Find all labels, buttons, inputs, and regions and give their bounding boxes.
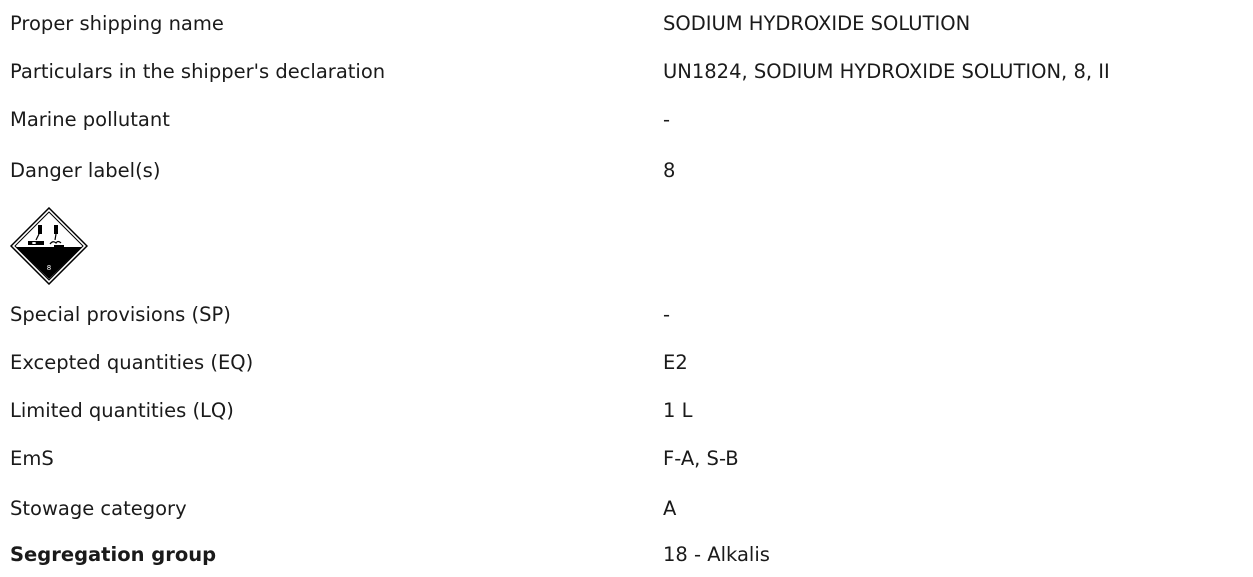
label-danger-labels: Danger label(s) [10,159,161,182]
row-segregation-group: Segregation group 18 - Alkalis [0,533,1253,577]
value-limited-quantities: 1 L [663,399,693,422]
value-proper-shipping-name: SODIUM HYDROXIDE SOLUTION [663,12,971,35]
row-limited-quantities: Limited quantities (LQ) 1 L [0,389,1253,433]
label-stowage-category: Stowage category [10,497,187,520]
row-danger-labels: Danger label(s) 8 [0,149,1253,193]
label-limited-quantities: Limited quantities (LQ) [10,399,234,422]
value-excepted-quantities: E2 [663,351,688,374]
label-shipper-declaration: Particulars in the shipper's declaration [10,60,386,83]
row-excepted-quantities: Excepted quantities (EQ) E2 [0,341,1253,385]
row-stowage-category: Stowage category A [0,487,1253,531]
label-ems: EmS [10,447,54,470]
value-ems: F-A, S-B [663,447,739,470]
label-proper-shipping-name: Proper shipping name [10,12,224,35]
label-excepted-quantities: Excepted quantities (EQ) [10,351,254,374]
value-marine-pollutant: - [663,108,671,131]
row-special-provisions: Special provisions (SP) - [0,293,1253,337]
label-marine-pollutant: Marine pollutant [10,108,170,131]
value-shipper-declaration: UN1824, SODIUM HYDROXIDE SOLUTION, 8, II [663,60,1110,83]
row-marine-pollutant: Marine pollutant - [0,98,1253,142]
row-proper-shipping-name: Proper shipping name SODIUM HYDROXIDE SO… [0,2,1253,46]
row-shipper-declaration: Particulars in the shipper's declaration… [0,50,1253,94]
corrosive-class-8-icon: 8 [10,207,88,285]
value-danger-labels: 8 [663,159,676,182]
label-segregation-group: Segregation group [10,543,217,566]
value-stowage-category: A [663,497,677,520]
value-special-provisions: - [663,303,671,326]
row-ems: EmS F-A, S-B [0,437,1253,481]
value-segregation-group: 18 - Alkalis [663,543,770,566]
label-special-provisions: Special provisions (SP) [10,303,231,326]
placard-class-number: 8 [47,264,51,272]
